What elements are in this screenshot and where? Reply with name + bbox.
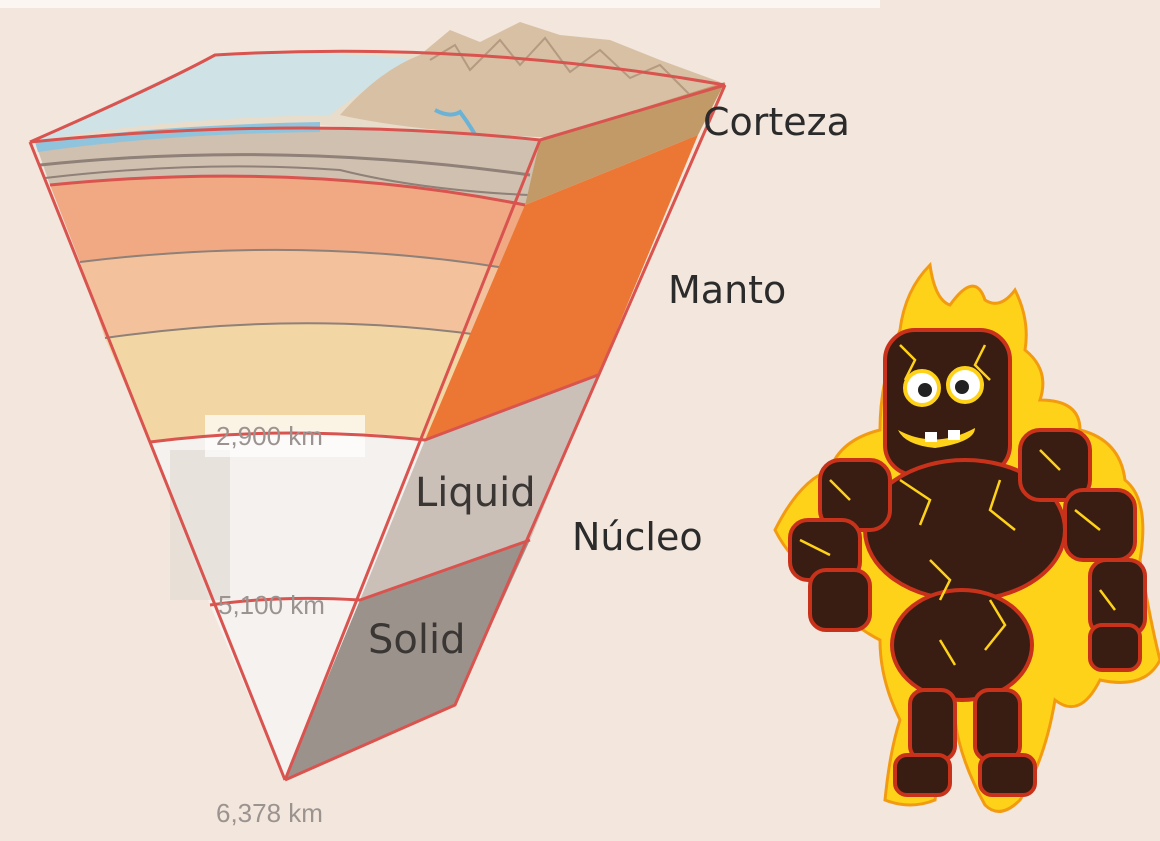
depth-2900-label: 2,900 km xyxy=(216,421,323,452)
core-label: Núcleo xyxy=(572,515,703,559)
mantle-label: Manto xyxy=(668,268,786,312)
depth-6378-label: 6,378 km xyxy=(216,798,323,829)
crust-label: Corteza xyxy=(703,100,850,144)
depth-5100-label: 5,100 km xyxy=(218,590,325,621)
liquid-core-label: Liquid xyxy=(415,470,536,516)
solid-core-label: Solid xyxy=(368,617,465,663)
